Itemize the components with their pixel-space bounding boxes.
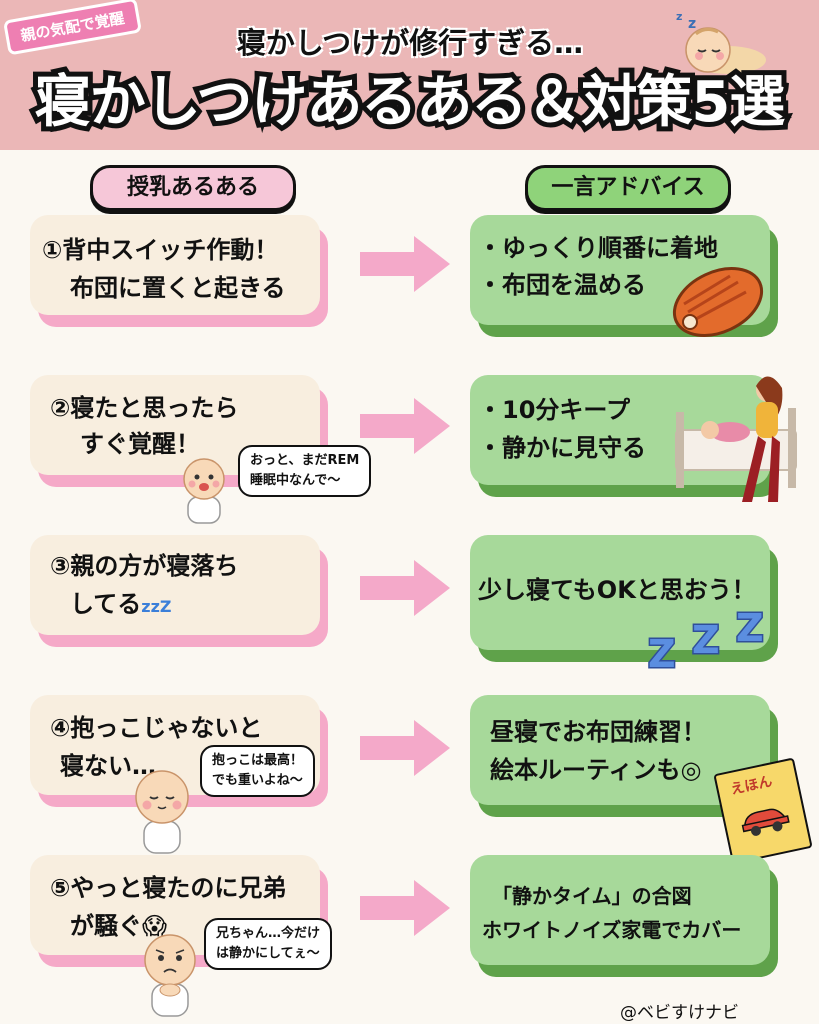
hot-water-bottle-icon (672, 267, 764, 337)
bubble-5-line-2: は静かにしてぇ〜 (216, 946, 320, 961)
problem-card-1 (30, 215, 328, 327)
credit-handle: @ベビすけナビ (620, 1003, 739, 1023)
right-column-label: 一言アドバイス (525, 165, 731, 211)
problem-5-line-2: が騒ぐ😱 (70, 912, 168, 940)
advice-2-line-2: ・静かに見守る (478, 434, 646, 462)
problem-1-line-1: ①背中スイッチ作動！ (42, 236, 279, 264)
big-z-2: Z (691, 617, 722, 664)
big-z-3: Z (735, 605, 766, 652)
bubble-4-line-2: でも重いよね〜 (212, 773, 303, 788)
problem-5-line-1: ⑤やっと寝たのに兄弟 (50, 874, 287, 902)
problem-card-3 (30, 535, 328, 647)
bubble-2-line-1: おっと、まだREM (250, 453, 360, 468)
arrow-icon (360, 398, 450, 454)
problem-3-line-2: してるzzZ (70, 584, 172, 619)
header-subtitle: 寝かしつけが修行すぎる… (236, 26, 584, 60)
left-column-label: 授乳あるある (90, 165, 296, 211)
svg-text:z: z (676, 10, 682, 23)
arrow-icon (360, 880, 450, 936)
sleeping-baby-icon: z z (676, 10, 766, 74)
advice-5-line-2: ホワイトノイズ家電でカバー (482, 918, 742, 942)
big-zzz-icon: Z Z Z (647, 605, 788, 678)
header-banner: 親の気配で覚醒 寝かしつけが修行すぎる… z z 寝かしつけあるある＆対策5選 (0, 0, 819, 150)
arrow-icon (360, 236, 450, 292)
problem-3-line-2-text: してる (70, 590, 142, 618)
speech-bubble-5: 兄ちゃん…今だけ は静かにしてぇ〜 (204, 918, 333, 970)
advice-1-line-2: ・布団を温める (478, 271, 646, 299)
problem-2-line-2: すぐ覚醒！ (80, 430, 200, 458)
advice-1-line-1: ・ゆっくり順番に着地 (478, 234, 718, 262)
advice-3-line-1: 少し寝てもOKと思おう！ (478, 576, 756, 604)
picture-book-icon: えほん (713, 757, 813, 865)
svg-text:z: z (688, 16, 696, 32)
advice-4-line-2: 絵本ルーティンも◎ (490, 756, 702, 784)
advice-2-line-1: ・10分キープ (478, 396, 630, 424)
advice-card-5 (470, 855, 778, 977)
arrow-icon (360, 720, 450, 776)
crying-baby-icon (183, 458, 225, 524)
advice-4-line-1: 昼寝でお布団練習！ (490, 718, 706, 746)
speech-bubble-4: 抱っこは最高！ でも重いよね〜 (200, 745, 316, 797)
problem-4-line-1: ④抱っこじゃないと (50, 714, 263, 742)
speech-bubble-2: おっと、まだREM 睡眠中なんで〜 (238, 445, 372, 497)
problem-2-line-1: ②寝たと思ったら (50, 394, 239, 422)
bubble-2-line-2: 睡眠中なんで〜 (250, 473, 341, 488)
advice-5-line-1: 「静かタイム」の合図 (492, 884, 692, 908)
bubble-5-line-1: 兄ちゃん…今だけ (216, 926, 321, 941)
big-z-1: Z (647, 631, 678, 678)
mother-rocking-baby-icon (675, 376, 797, 502)
toy-car-icon (741, 808, 790, 836)
worried-baby-icon (144, 934, 196, 1017)
book-label: えほん (729, 773, 774, 799)
header-title: 寝かしつけあるある＆対策5選 (30, 65, 791, 140)
problem-1-line-2: 布団に置くと起きる (70, 274, 286, 302)
bubble-4-line-1: 抱っこは最高！ (212, 753, 304, 768)
problem-4-line-2: 寝ない… (60, 752, 156, 780)
zzz-icon: zzZ (141, 597, 172, 616)
advice-card-3 (470, 535, 778, 662)
content-baby-icon (135, 770, 189, 854)
arrow-icon (360, 560, 450, 616)
problem-3-line-1: ③親の方が寝落ち (50, 552, 239, 580)
header-tag: 親の気配で覚醒 (6, 1, 139, 52)
